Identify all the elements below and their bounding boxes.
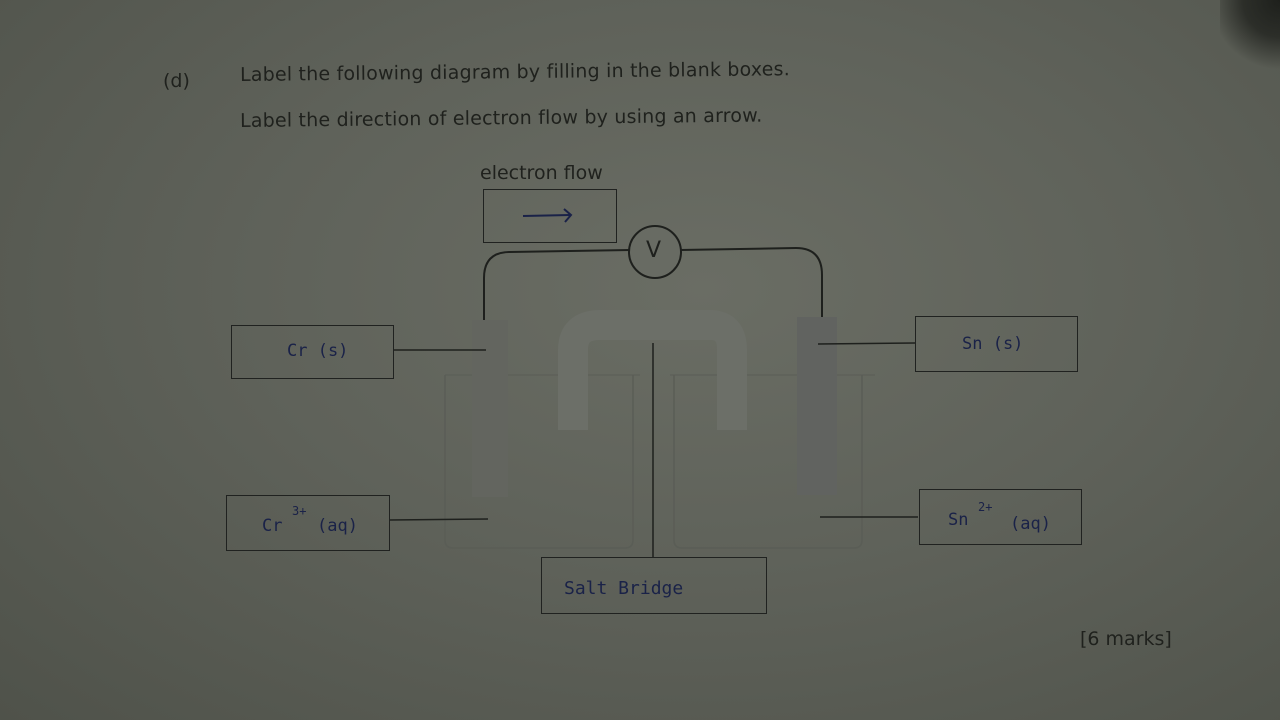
left-solution-answer-state: (aq) bbox=[317, 516, 358, 536]
right-solution-answer-charge: 2+ bbox=[978, 500, 993, 514]
voltmeter-symbol: V bbox=[646, 238, 662, 263]
left-electrode-box: Cr (s) bbox=[231, 325, 394, 379]
electron-flow-arrow-shaft bbox=[522, 214, 571, 217]
electron-flow-arrow-head bbox=[563, 208, 573, 223]
right-beaker bbox=[673, 375, 863, 549]
right-electrode-box: Sn (s) bbox=[915, 316, 1078, 372]
right-solution-answer-base: Sn bbox=[948, 510, 969, 530]
left-wire bbox=[483, 249, 631, 320]
salt-bridge-answer: Salt Bridge bbox=[564, 578, 684, 599]
right-solution-answer-state: (aq) bbox=[1010, 514, 1051, 534]
salt-bridge-box: Salt Bridge bbox=[541, 557, 767, 614]
question-part-label: (d) bbox=[163, 70, 190, 92]
marks-allocation: [6 marks] bbox=[1080, 628, 1172, 650]
leader-left-solution bbox=[389, 518, 489, 521]
left-beaker bbox=[444, 375, 634, 549]
left-electrode bbox=[472, 320, 508, 497]
right-electrode bbox=[797, 317, 837, 495]
salt-bridge-tube bbox=[558, 310, 747, 430]
left-solution-answer-charge: 3+ bbox=[292, 504, 307, 518]
right-wire bbox=[679, 246, 823, 317]
right-electrode-answer: Sn (s) bbox=[962, 334, 1024, 354]
leader-right-electrode bbox=[817, 342, 916, 345]
left-solution-answer-base: Cr bbox=[262, 516, 283, 536]
left-electrode-answer: Cr (s) bbox=[287, 341, 349, 361]
right-solution-box: Sn 2+ (aq) bbox=[919, 489, 1082, 545]
electron-flow-box bbox=[483, 189, 617, 243]
page-shadow bbox=[1220, 0, 1280, 70]
electron-flow-label: electron flow bbox=[480, 162, 603, 184]
voltmeter bbox=[628, 225, 682, 279]
left-solution-box: Cr 3+ (aq) bbox=[226, 495, 390, 551]
